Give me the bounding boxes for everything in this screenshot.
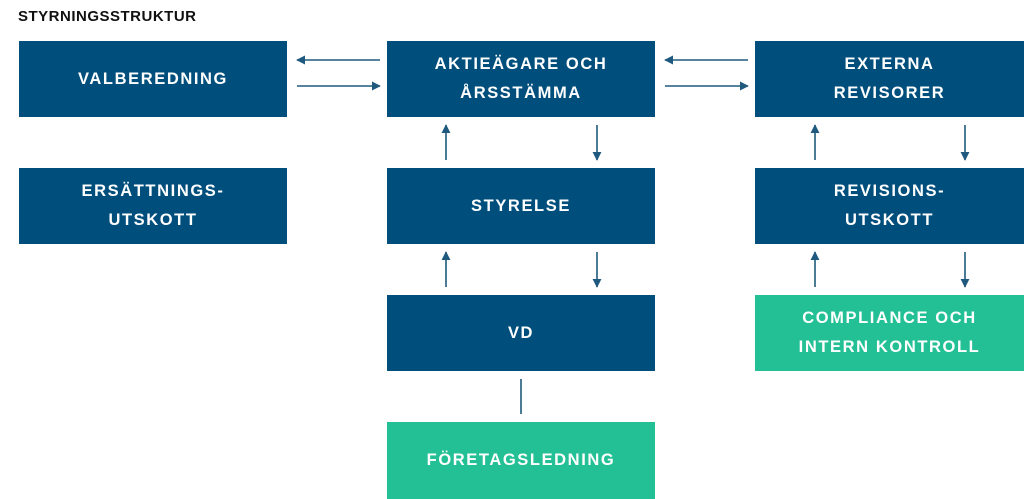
- node-compliance-och-intern-kontroll: COMPLIANCE OCH INTERN KONTROLL: [755, 295, 1024, 371]
- page-title: STYRNINGSSTRUKTUR: [18, 8, 197, 25]
- node-valberedning: VALBEREDNING: [19, 41, 287, 117]
- node-foretagsledning: FÖRETAGSLEDNING: [387, 422, 655, 499]
- node-vd: VD: [387, 295, 655, 371]
- node-externa-revisorer: EXTERNA REVISORER: [755, 41, 1024, 117]
- node-aktieagare-och-arsstamma: AKTIEÄGARE OCH ÅRSSTÄMMA: [387, 41, 655, 117]
- node-ersattningsutskott: ERSÄTTNINGS- UTSKOTT: [19, 168, 287, 244]
- node-revisionsutskott: REVISIONS- UTSKOTT: [755, 168, 1024, 244]
- node-styrelse: STYRELSE: [387, 168, 655, 244]
